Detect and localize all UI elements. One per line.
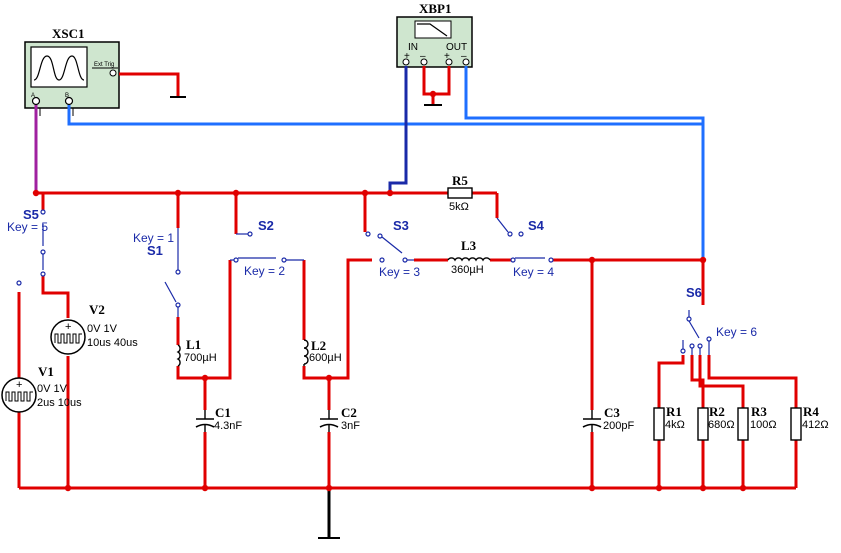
r3-value: 100Ω <box>750 419 777 431</box>
capacitor-c1[interactable]: C1 4.3nF <box>195 405 242 432</box>
c2-value: 3nF <box>341 420 360 432</box>
r1-value: 4kΩ <box>665 419 685 431</box>
source-v2[interactable]: + V2 0V 1V 10us 40us <box>50 302 138 355</box>
oscilloscope-xsc1[interactable]: XSC1 Ext Trig A B _ _ <box>24 26 120 116</box>
s5-label: S5 <box>23 207 39 222</box>
v2-line2: 10us 40us <box>87 337 138 349</box>
r2-value: 680Ω <box>708 419 735 431</box>
l1-label: L1 <box>186 337 201 352</box>
l3-value: 360µH <box>451 264 484 276</box>
source-v1[interactable]: + V1 0V 1V 2us 10us <box>1 364 82 413</box>
inductor-l2[interactable]: L2 600µH <box>303 338 342 366</box>
l3-label: L3 <box>461 238 477 253</box>
switch-s4[interactable]: S4 Key = 4 <box>496 217 554 279</box>
ground-symbol <box>170 96 442 539</box>
inductor-l1[interactable]: L1 700µH <box>176 337 217 367</box>
s1-key-label: Key = 1 <box>133 231 174 245</box>
probe-and-bode-wires <box>34 66 705 260</box>
svg-text:+: + <box>16 379 22 391</box>
switch-s2[interactable]: S2 Key = 2 <box>230 218 304 278</box>
switch-s1[interactable]: Key = 1 S1 <box>133 228 181 317</box>
s3-label: S3 <box>393 218 409 233</box>
resistor-r2[interactable]: R2 680Ω <box>697 404 735 441</box>
svg-text:+: + <box>65 321 71 333</box>
l2-value: 600µH <box>309 352 342 364</box>
capacitor-c3[interactable]: C3 200pF <box>582 405 634 432</box>
s3-key-label: Key = 3 <box>379 265 420 279</box>
switch-s6[interactable]: S6 Key = 6 <box>680 285 757 355</box>
resistor-r4[interactable]: R4 412Ω <box>790 404 829 441</box>
s4-label: S4 <box>528 218 545 233</box>
l1-value: 700µH <box>184 352 217 364</box>
scope-a-minus-label: _ <box>42 103 47 109</box>
scope-title: XSC1 <box>52 26 85 41</box>
v1-line2: 2us 10us <box>37 397 82 409</box>
bode-in-label: IN <box>408 42 418 53</box>
bode-plotter-xbp1[interactable]: XBP1 IN OUT + – + – <box>396 1 473 68</box>
scope-channel-b-label: B <box>65 93 69 99</box>
s2-label: S2 <box>258 218 274 233</box>
resistor-r5[interactable]: R5 5kΩ <box>447 173 473 213</box>
s6-label: S6 <box>686 285 702 300</box>
switch-s3[interactable]: S3 Key = 3 <box>365 218 420 279</box>
scope-channel-a-label: A <box>31 93 35 99</box>
r3-label: R3 <box>751 404 767 419</box>
s2-key-label: Key = 2 <box>244 264 285 278</box>
bode-out-label: OUT <box>446 42 467 53</box>
r5-value: 5kΩ <box>449 201 469 213</box>
junction-dots <box>32 90 747 492</box>
c3-value: 200pF <box>603 420 634 432</box>
c2-label: C2 <box>341 405 357 420</box>
v2-label: V2 <box>89 302 105 317</box>
red-wires <box>17 66 798 490</box>
scope-ext-trig-label: Ext Trig <box>94 62 114 68</box>
r4-value: 412Ω <box>802 419 829 431</box>
scope-b-minus-label: _ <box>75 103 80 109</box>
bode-out-plus-label: + <box>444 51 450 62</box>
s1-label: S1 <box>147 243 163 258</box>
bode-title: XBP1 <box>419 1 452 16</box>
switch-s5[interactable]: S5 Key = 5 <box>7 207 48 286</box>
c1-label: C1 <box>215 405 231 420</box>
bode-out-minus-label: – <box>461 51 467 62</box>
v1-label: V1 <box>38 364 54 379</box>
bode-in-plus-label: + <box>404 51 410 62</box>
s4-key-label: Key = 4 <box>513 265 554 279</box>
c1-value: 4.3nF <box>214 420 242 432</box>
capacitor-c2[interactable]: C2 3nF <box>319 405 360 432</box>
s5-key-label: Key = 5 <box>7 220 48 234</box>
v1-line1: 0V 1V <box>37 383 68 395</box>
c3-label: C3 <box>604 405 620 420</box>
s6-key-label: Key = 6 <box>716 325 757 339</box>
v2-line1: 0V 1V <box>87 323 118 335</box>
l2-label: L2 <box>311 338 326 353</box>
r4-label: R4 <box>803 404 819 419</box>
r1-label: R1 <box>666 404 682 419</box>
bode-in-minus-label: – <box>420 51 426 62</box>
r5-label: R5 <box>452 173 468 188</box>
resistor-r3[interactable]: R3 100Ω <box>737 404 777 441</box>
resistor-r1[interactable]: R1 4kΩ <box>653 404 685 441</box>
r2-label: R2 <box>709 404 725 419</box>
inductor-l3[interactable]: L3 360µH <box>447 238 491 276</box>
